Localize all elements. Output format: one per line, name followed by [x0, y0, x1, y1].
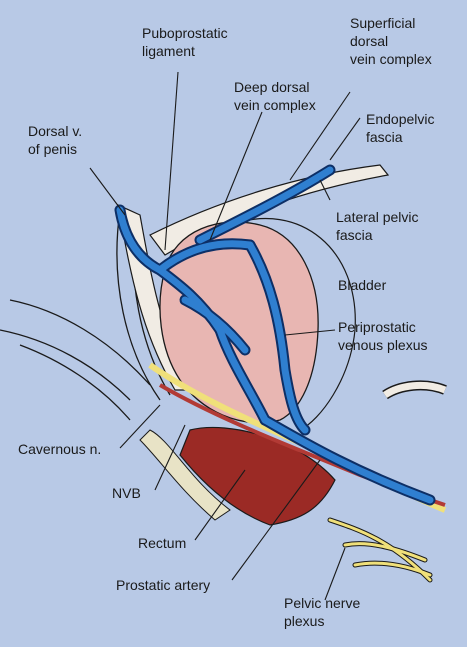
bladder-outline [229, 217, 356, 431]
label-deep-dorsal-vein-complex: Deep dorsal vein complex [234, 79, 316, 113]
rectum-pale [139, 429, 231, 521]
venous-plexus [114, 164, 436, 506]
label-cavernous-nerve: Cavernous n. [18, 441, 102, 457]
pelvic-nerve-plexus [327, 517, 433, 583]
label-rectum: Rectum [138, 535, 187, 551]
label-prostatic-artery: Prostatic artery [116, 577, 211, 593]
label-bladder: Bladder [338, 277, 387, 293]
label-endopelvic-fascia: Endopelvic fascia [366, 111, 435, 145]
label-periprostatic-venous-plexus: Periprostatic venous plexus [338, 319, 428, 353]
label-puboprostatic-ligament: Puboprostatic ligament [142, 25, 228, 59]
label-dorsal-vein-of-penis: Dorsal v. of penis [28, 123, 83, 157]
label-superficial-dorsal-vein-complex: Superficial dorsal vein complex [350, 15, 432, 67]
label-lateral-pelvic-fascia: Lateral pelvic fascia [336, 209, 419, 243]
label-nvb: NVB [112, 485, 141, 501]
label-pelvic-nerve-plexus: Pelvic nerve plexus [284, 595, 361, 629]
leader-lines [89, 71, 361, 601]
